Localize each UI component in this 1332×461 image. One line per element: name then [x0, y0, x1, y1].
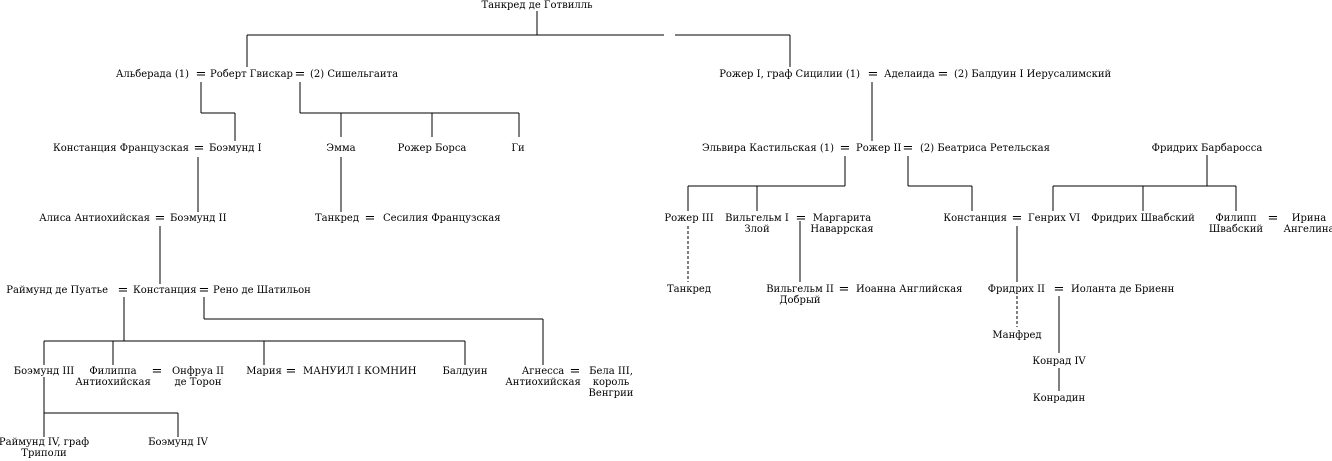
person-raymond-iv-of-tripoli: Раймунд IV, граф Триполи: [0, 437, 90, 459]
person-william-i: Вильгельм I Злой: [725, 213, 789, 235]
marriage-sign: =: [198, 283, 210, 298]
person-emma: Эмма: [326, 143, 356, 154]
person-manfred: Манфред: [992, 330, 1042, 341]
marriage-sign: =: [867, 67, 879, 82]
marriage-sign: =: [364, 211, 376, 226]
person-irene-angelina: Ирина Ангелина: [1283, 213, 1332, 235]
marriage-sign: =: [937, 67, 949, 82]
marriage-sign: =: [195, 67, 207, 82]
person-manuel-i-komnenos: МАНУИЛ I КОМНИН: [303, 366, 417, 377]
person-william-ii: Вильгельм II Добрый: [766, 284, 834, 306]
person-roger-i: Рожер I, граф Сицилии (1): [719, 69, 860, 80]
person-roger-borsa: Рожер Борса: [397, 143, 467, 154]
person-guy: Ги: [511, 143, 525, 154]
person-raynald-of-chatillon: Рено де Шатильон: [213, 285, 311, 296]
person-philippa-of-antioch: Филиппа Антиохийская: [75, 366, 151, 388]
marriage-sign: =: [902, 141, 914, 156]
person-margaret-of-navarre: Маргарита Наваррская: [810, 213, 874, 235]
person-tancred-de-hauteville: Танкред де Готвилль: [481, 0, 593, 11]
person-bela-iii-of-hungary: Бела III, король Венгрии: [588, 366, 634, 399]
person-henry-vi: Генрих VI: [1028, 213, 1081, 224]
person-roger-iii: Рожер III: [664, 213, 714, 224]
person-bohemond-ii: Боэмунд II: [170, 213, 227, 224]
marriage-sign: =: [294, 67, 306, 82]
person-constance-of-france: Констанция Французская: [53, 143, 189, 154]
person-bohemond-iii: Боэмунд III: [13, 366, 75, 377]
person-adelaide: Аделаида: [884, 69, 935, 80]
person-cecile-of-france: Сесилия Французская: [383, 213, 501, 224]
person-alice-of-antioch: Алиса Антиохийская: [39, 213, 150, 224]
person-frederick-ii: Фридрих II: [987, 284, 1045, 295]
person-bohemond-iv: Боэмунд IV: [148, 437, 208, 448]
person-conrad-iv: Конрад IV: [1032, 356, 1086, 367]
person-baldwin: Балдуин: [442, 366, 488, 377]
marriage-sign: =: [839, 141, 851, 156]
marriage-sign: =: [795, 211, 807, 226]
person-elvira-of-castile: Эльвира Кастильская (1): [701, 143, 834, 154]
person-philip-of-swabia: Филипп Швабский: [1208, 213, 1264, 235]
person-alberada: Альберада (1): [115, 69, 189, 80]
person-humphrey-ii-of-toron: Онфруа II де Торон: [171, 366, 225, 388]
person-frederick-barbarossa: Фридрих Барбаросса: [1151, 143, 1263, 154]
person-agnes-of-antioch: Агнесса Антиохийская: [505, 366, 581, 388]
person-maria: Мария: [246, 366, 282, 377]
person-bohemond-i: Боэмунд I: [209, 143, 262, 154]
person-frederick-of-swabia: Фридрих Швабский: [1091, 213, 1195, 224]
person-tancred-of-lecce: Танкред: [666, 284, 712, 295]
marriage-sign: =: [285, 364, 297, 379]
person-constance-of-sicily: Констанция: [943, 213, 1007, 224]
person-robert-guiscard: Роберт Гвискар: [210, 69, 293, 80]
person-joan-of-england: Иоанна Английская: [856, 284, 963, 295]
person-tancred-prince-of-galilee: Танкред: [314, 213, 359, 224]
person-baldwin-i: (2) Балдуин I Иерусалимский: [954, 69, 1112, 80]
marriage-sign: =: [1011, 211, 1023, 226]
person-roger-ii: Рожер II: [856, 143, 902, 154]
marriage-sign: =: [1053, 282, 1065, 297]
marriage-sign: =: [838, 282, 850, 297]
person-raymond-of-poitiers: Раймунд де Пуатье: [6, 285, 108, 296]
marriage-sign: =: [151, 364, 163, 379]
person-conradin: Конрадин: [1032, 393, 1086, 404]
person-sichelgaita: (2) Сишельгаита: [310, 69, 399, 80]
marriage-sign: =: [117, 283, 129, 298]
person-beatrice-of-rethel: (2) Беатриса Ретельская: [920, 143, 1050, 154]
marriage-sign: =: [569, 364, 581, 379]
person-constance-of-antioch: Констанция: [133, 285, 197, 296]
marriage-sign: =: [1267, 211, 1279, 226]
marriage-sign: =: [154, 211, 166, 226]
person-yolande-of-brienne: Иоланта де Бриенн: [1071, 284, 1175, 295]
marriage-sign: =: [193, 141, 205, 156]
